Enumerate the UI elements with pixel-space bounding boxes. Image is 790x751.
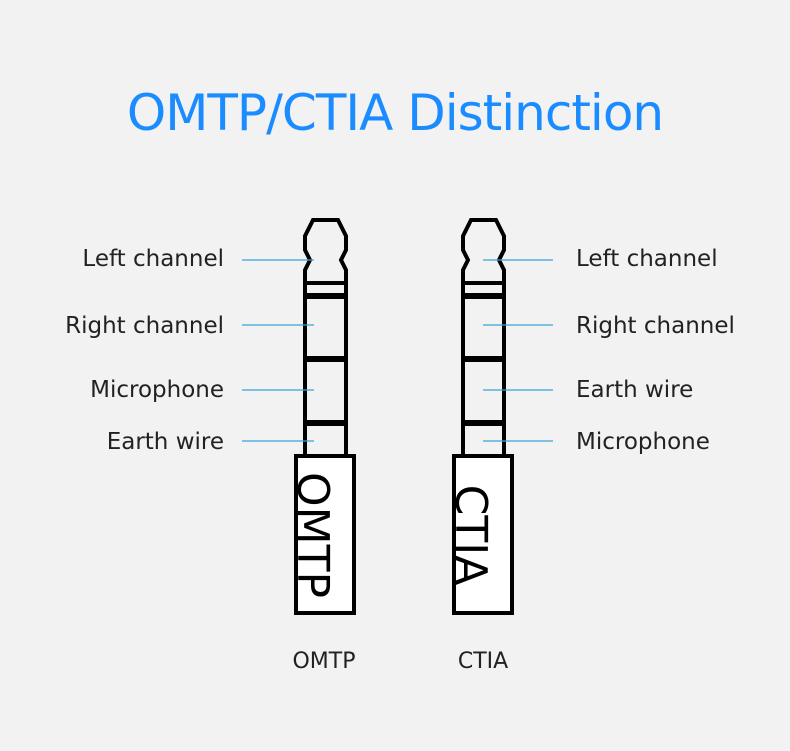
- ctia-ring-band-3: [461, 420, 506, 426]
- ctia-label-microphone: Microphone: [576, 429, 710, 455]
- ctia-label-right-channel: Right channel: [576, 313, 735, 339]
- ctia-label-earth-wire: Earth wire: [576, 377, 694, 403]
- ctia-leader-lines: [483, 259, 553, 442]
- omtp-plug-tip: [303, 218, 348, 285]
- omtp-plug-text: OMTP: [287, 472, 338, 598]
- ctia-label-left-channel: Left channel: [576, 246, 718, 272]
- omtp-ring-band-2: [303, 356, 348, 362]
- ctia-caption: CTIA: [457, 649, 509, 674]
- ctia-plug: CTIA: [445, 218, 514, 615]
- omtp-ring-band-1: [303, 293, 348, 299]
- omtp-label-microphone: Microphone: [90, 377, 224, 403]
- omtp-ring-band-3: [303, 420, 348, 426]
- omtp-leader-lines: [242, 259, 314, 442]
- omtp-plug: OMTP: [287, 218, 356, 615]
- ctia-plug-text: CTIA: [445, 485, 496, 586]
- omtp-label-earth-wire: Earth wire: [106, 429, 224, 455]
- omtp-label-right-channel: Right channel: [65, 313, 224, 339]
- ctia-ring-band-2: [461, 356, 506, 362]
- ctia-plug-body: [452, 454, 514, 615]
- omtp-label-left-channel: Left channel: [82, 246, 224, 272]
- ctia-ring-band-1: [461, 293, 506, 299]
- ctia-plug-tip: [461, 218, 506, 285]
- omtp-caption: OMTP: [292, 649, 356, 674]
- page-title: OMTP/CTIA Distinction: [126, 84, 664, 142]
- omtp-plug-body: [294, 454, 356, 615]
